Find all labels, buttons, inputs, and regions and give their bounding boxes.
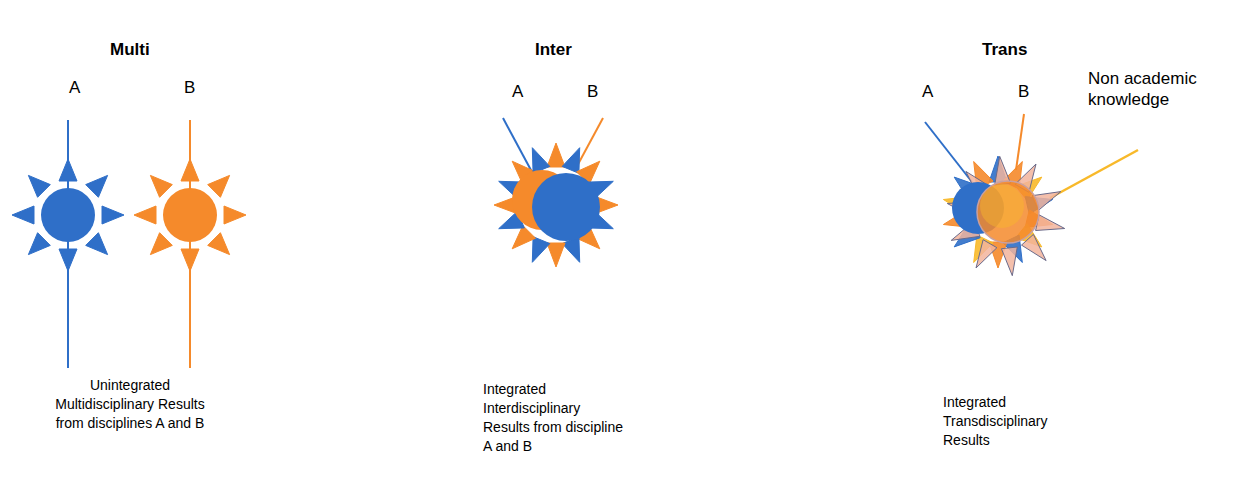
sun-ray	[512, 226, 535, 249]
discipline-letter: B	[184, 78, 195, 97]
panel-caption: Integrated Interdisciplinary Results fro…	[483, 380, 630, 456]
sun-ray	[547, 143, 565, 167]
discipline-letter: B	[1018, 82, 1029, 101]
sun-ray	[208, 233, 230, 255]
sun-circle	[41, 188, 95, 242]
sun-ray	[208, 175, 230, 197]
discipline-letter: A	[512, 82, 523, 101]
trans-sun	[925, 114, 1138, 276]
panel-heading: Multi	[110, 40, 150, 59]
sun-ray	[224, 206, 246, 224]
discipline-letter: A	[69, 78, 80, 97]
panel-heading: Trans	[982, 40, 1027, 59]
sun-ray	[532, 148, 550, 174]
discipline-line	[925, 122, 972, 182]
sun-ray	[59, 249, 77, 271]
sun-ray	[102, 206, 124, 224]
sun-ray	[12, 206, 34, 224]
knowledge-label: Non academic knowledge	[1088, 68, 1213, 110]
panel-caption: Integrated Transdisciplinary Results	[943, 393, 1063, 450]
sun-ray	[181, 249, 199, 271]
sun-circle	[977, 181, 1039, 243]
sun-circle	[980, 184, 1024, 228]
discipline-line	[1050, 150, 1138, 198]
sun-ray	[28, 233, 50, 255]
sun-ray	[59, 159, 77, 181]
panel-caption: Unintegrated Multidisciplinary Results f…	[54, 376, 206, 433]
sun-ray	[181, 159, 199, 181]
inter-sun	[494, 118, 618, 267]
discipline-letter: A	[922, 82, 933, 101]
sun-ray	[976, 240, 997, 268]
sun-ray	[86, 233, 108, 255]
sun-circle	[163, 188, 217, 242]
multi-suns	[12, 120, 246, 368]
discipline-line	[1016, 114, 1024, 170]
panel-heading: Inter	[535, 40, 572, 59]
discipline-line	[189, 120, 191, 368]
discipline-letter: B	[587, 82, 598, 101]
sun-ray	[1001, 247, 1017, 276]
discipline-line	[576, 118, 603, 168]
sun-ray	[150, 175, 172, 197]
sun-ray	[562, 148, 580, 174]
sun-circle	[532, 173, 600, 241]
sun-ray	[150, 233, 172, 255]
sun-ray	[134, 206, 156, 224]
sun-ray	[28, 175, 50, 197]
sun-ray	[86, 175, 108, 197]
discipline-line	[67, 120, 69, 368]
sun-ray	[532, 237, 550, 263]
sun-ray	[547, 243, 565, 267]
sun-ray	[1036, 215, 1065, 231]
